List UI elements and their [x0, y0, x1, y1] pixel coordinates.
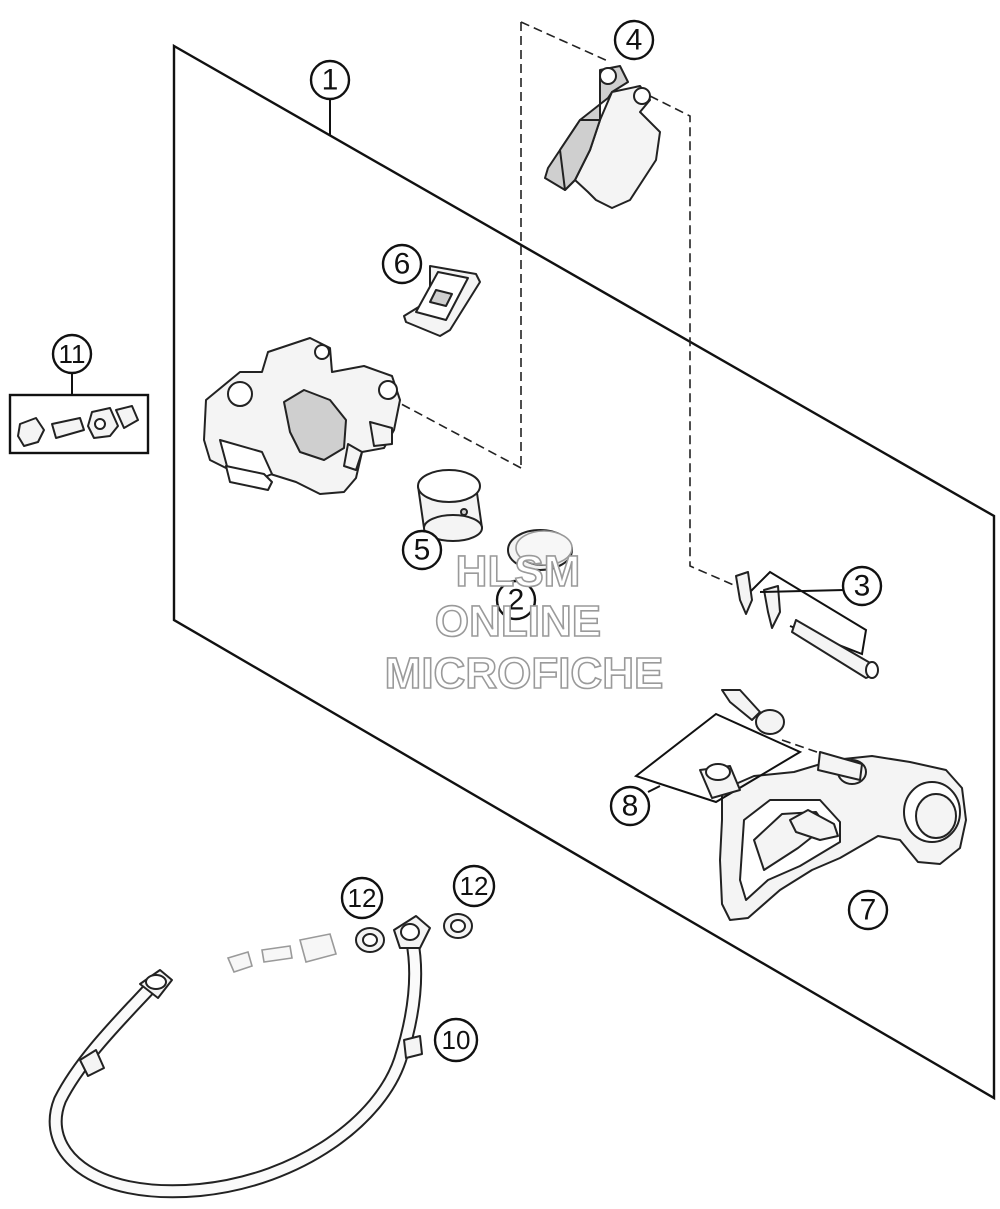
bolt-leader-dashed [781, 739, 841, 761]
brake-piston [417, 469, 483, 542]
pad-pin-and-clips [735, 570, 879, 679]
watermark-line-3: MICROFICHE [385, 649, 664, 698]
pin-leader-dashed [389, 397, 522, 469]
callout-4-label: 4 [626, 24, 643, 57]
callout-7-label: 7 [860, 894, 877, 927]
callout-6: 6 [381, 243, 423, 285]
callout-3: 3 [841, 565, 883, 607]
callout-3-label: 3 [854, 570, 871, 603]
callout-12-right-label: 12 [460, 871, 489, 901]
callout-12-left: 12 [340, 876, 384, 920]
callout-6-label: 6 [394, 248, 411, 281]
brake-hose [48, 915, 431, 1199]
callout-2: 2 [495, 579, 537, 621]
pad-leader-dashed-2 [520, 21, 746, 591]
callout-1: 1 [309, 59, 351, 101]
callout-7: 7 [847, 889, 889, 931]
callout-2-label: 2 [508, 584, 525, 617]
callout-5: 5 [401, 529, 443, 571]
callout-11: 11 [51, 333, 93, 375]
callout-12-left-label: 12 [348, 883, 377, 913]
callout-10-label: 10 [442, 1025, 471, 1055]
callout-10: 10 [433, 1017, 479, 1063]
callout-12-right: 12 [452, 864, 496, 908]
banjo-bolt-parts [226, 933, 338, 973]
caliper-assembly-frame [172, 43, 996, 1101]
caliper-body [203, 337, 401, 495]
callout-8-label: 8 [622, 790, 639, 823]
callout-4: 4 [613, 19, 655, 61]
brake-pads [544, 65, 661, 209]
bleeder-kit-box [8, 393, 150, 455]
callout-11-label: 11 [59, 339, 86, 369]
watermark: HLSM ONLINE MICROFICHE [384, 546, 664, 699]
watermark-line-1: HLSM [456, 547, 581, 596]
watermark-line-2: ONLINE [435, 597, 601, 646]
callout-8-leader [647, 785, 661, 793]
callout-3-leader [759, 589, 845, 593]
callout-5-label: 5 [414, 534, 431, 567]
caliper-carrier-bracket [719, 751, 967, 921]
banjo-washers [355, 913, 473, 953]
piston-seal-kit [507, 529, 573, 571]
callout-1-label: 1 [322, 64, 339, 97]
pad-spring [403, 265, 481, 337]
slider-bolt-and-boots [633, 689, 803, 804]
callout-8: 8 [609, 785, 651, 827]
